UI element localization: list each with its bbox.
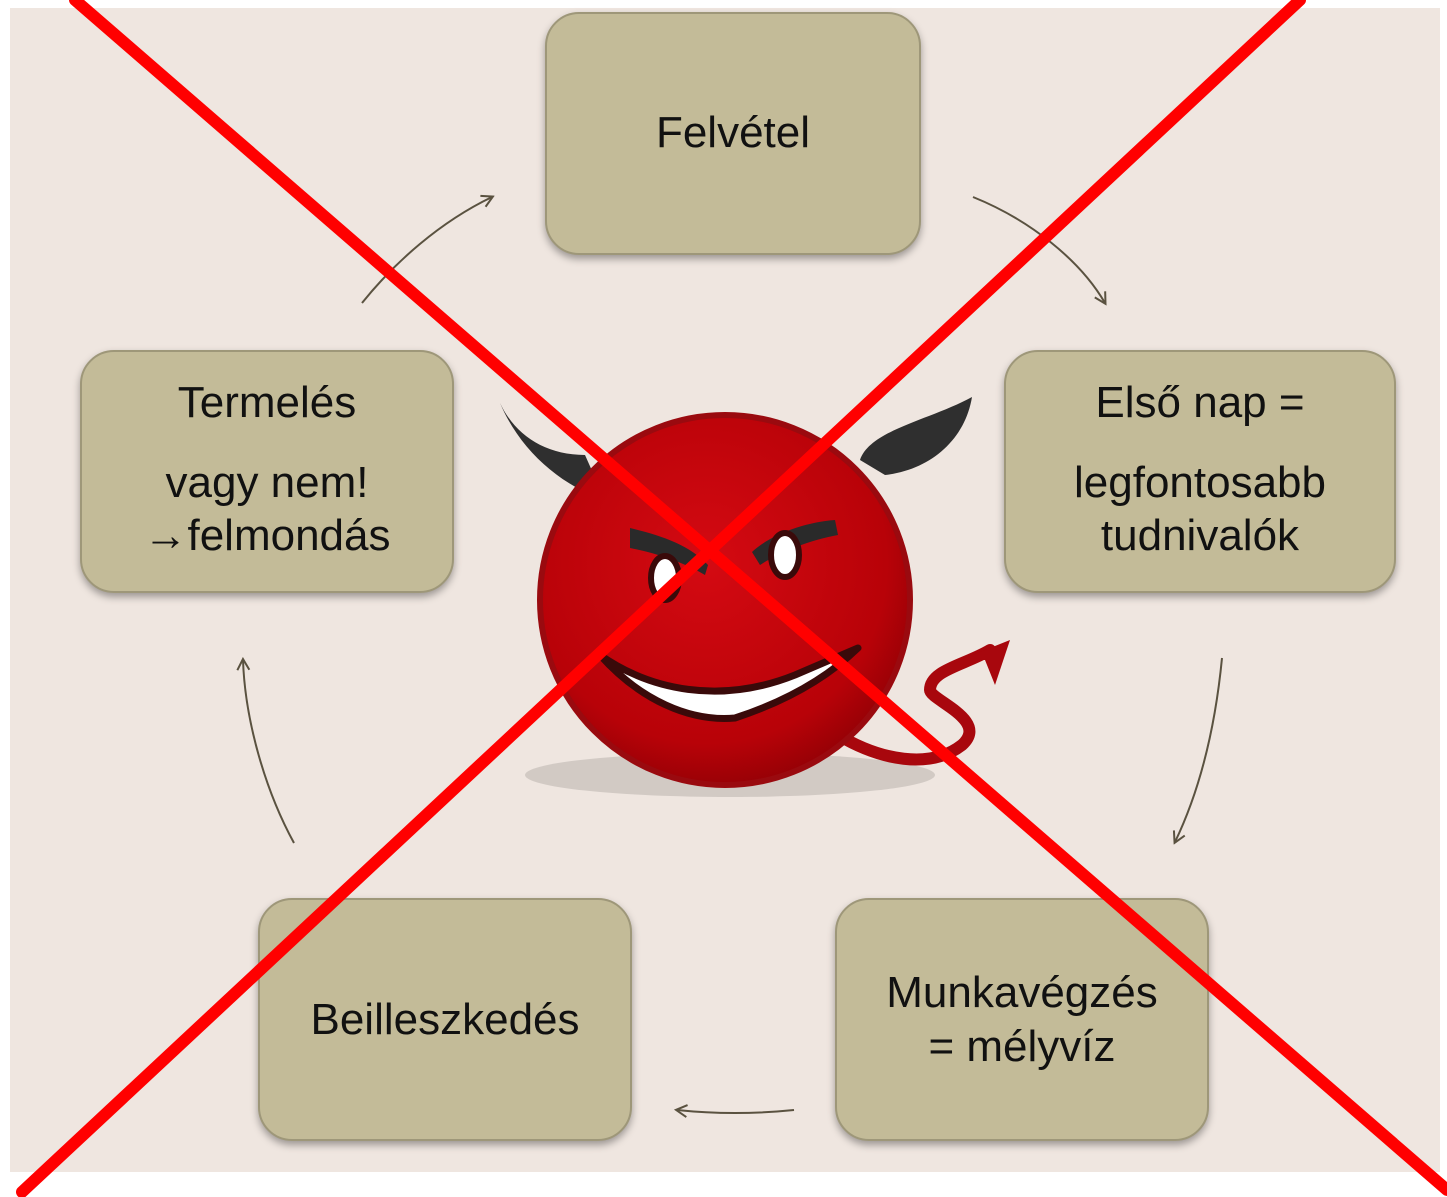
devil-tail-tip [960,640,1010,685]
cross-line-2 [16,0,1306,1197]
devil-tail [832,644,996,766]
node-felvetel-text: Felvétel [655,108,811,157]
node-termeles-line-1: Termelés [177,378,357,427]
node-beilleszkedes: Beilleszkedés [258,898,632,1141]
node-termeles-line-2: vagy nem! [165,457,369,507]
devil-eye-right [768,530,802,580]
devil-horn-left [500,403,605,500]
arrow-beill-to-termeles [243,660,295,844]
arrow-elso-to-munka [1175,657,1223,842]
node-elso-nap: Első nap = legfontosabb tudnivalók [1004,350,1396,593]
node-elso-nap-line-3: tudnivalók [1100,511,1300,561]
cross-line-1 [69,0,1447,1196]
devil-horn-right [860,397,972,475]
node-munkavegzes-line-2: = mélyvíz [928,1021,1116,1071]
node-termeles-line-3: →felmondás [143,511,391,561]
devil-face [537,412,913,788]
node-munkavegzes: Munkavégzés = mélyvíz [835,898,1209,1141]
node-beilleszkedes-text: Beilleszkedés [310,994,580,1044]
arrow-termeles-to-felvetel [361,197,492,304]
node-termeles: Termelés vagy nem! →felmondás [80,350,454,593]
node-elso-nap-line-2: legfontosabb [1074,457,1326,507]
devil-mouth [596,644,862,722]
node-munkavegzes-line-1: Munkavégzés [886,967,1158,1017]
node-elso-nap-line-1: Első nap = [1095,378,1305,427]
arrow-felvetel-to-elso [972,196,1105,303]
arrow-munka-to-beill [677,1110,795,1113]
node-felvetel: Felvétel [545,12,921,255]
